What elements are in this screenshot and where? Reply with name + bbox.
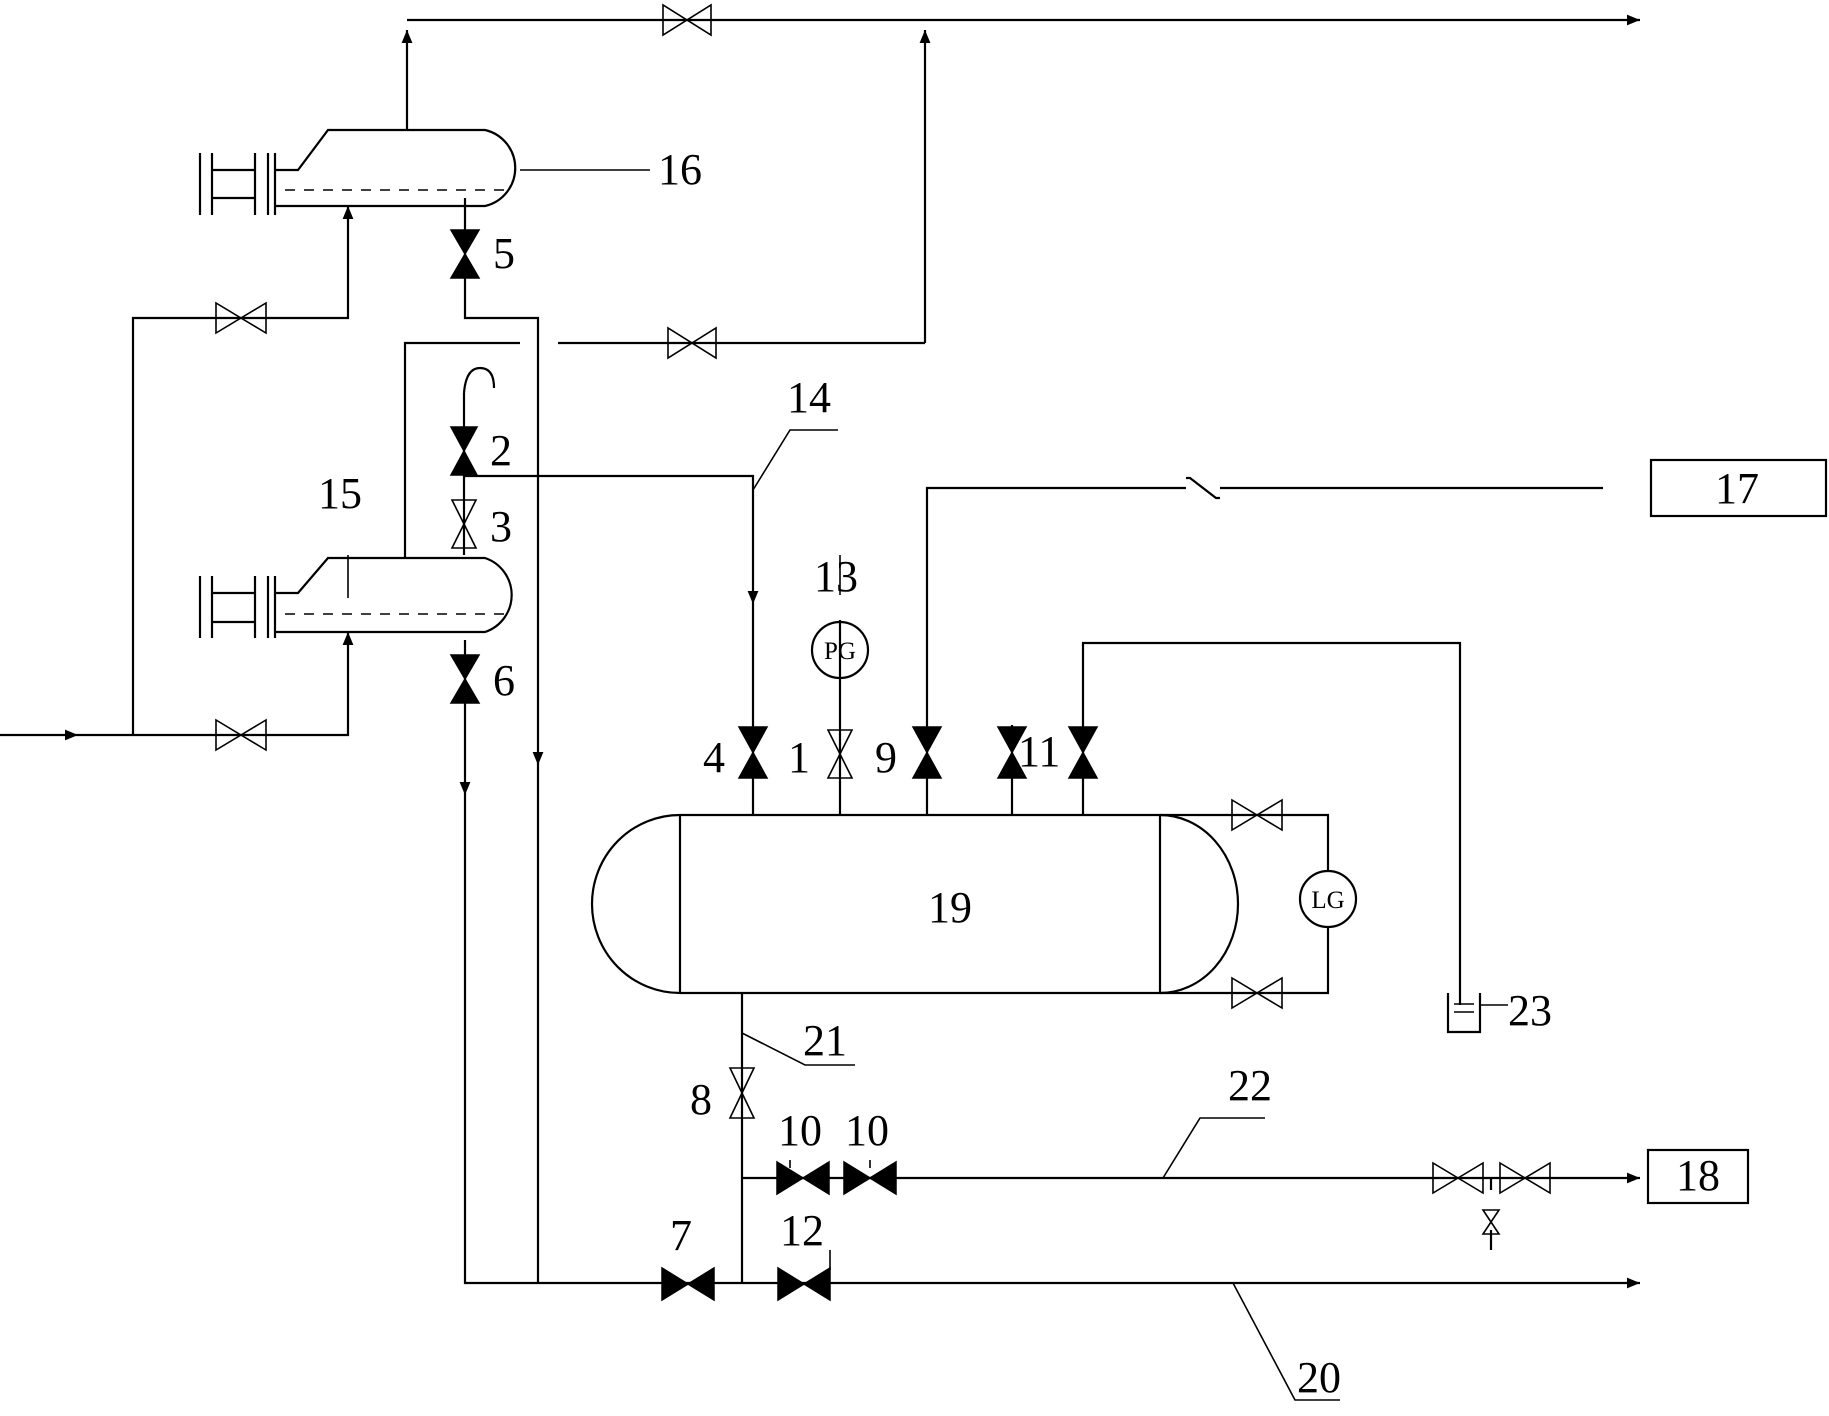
valve-2 bbox=[449, 426, 479, 476]
lg-text: LG bbox=[1311, 887, 1344, 914]
label-20: 20 bbox=[1297, 1353, 1341, 1402]
trap23-cup bbox=[1446, 993, 1482, 1034]
label-2: 2 bbox=[490, 426, 512, 475]
valve-top-header bbox=[662, 3, 712, 37]
label-15: 15 bbox=[318, 469, 362, 518]
valve-9 bbox=[911, 726, 943, 779]
lg-circle bbox=[1298, 869, 1358, 929]
label-11: 11 bbox=[1018, 727, 1060, 776]
feed-to-sep16 bbox=[131, 206, 354, 735]
label-1: 1 bbox=[788, 733, 810, 782]
leader-22 bbox=[1162, 1117, 1265, 1179]
leader-10 bbox=[789, 1160, 871, 1168]
label-10-b: 10 bbox=[845, 1106, 889, 1155]
valve-4 bbox=[737, 726, 769, 779]
tank19-head-seams bbox=[678, 815, 1162, 993]
lg-upper-leg bbox=[1160, 813, 1330, 872]
label-7: 7 bbox=[670, 1211, 692, 1260]
labels: 5 2 3 6 4 1 9 11 13 14 15 16 17 18 19 21… bbox=[318, 145, 1759, 1402]
pg-text: PG bbox=[824, 638, 856, 665]
valves bbox=[215, 3, 1551, 1302]
valve-8 bbox=[728, 1067, 756, 1119]
tank-19 bbox=[590, 813, 1240, 995]
valve-11 bbox=[1067, 726, 1099, 779]
piping-network bbox=[0, 14, 1640, 1401]
label-23: 23 bbox=[1508, 986, 1552, 1035]
valve-unlabeled bbox=[996, 726, 1028, 779]
sep16-pump bbox=[198, 153, 270, 215]
label-9: 9 bbox=[875, 733, 897, 782]
level-gauge: LG bbox=[1298, 869, 1358, 929]
lg-lower-leg bbox=[1160, 926, 1330, 995]
pressure-gauge: PG bbox=[810, 555, 870, 680]
sep15-pump bbox=[198, 576, 270, 638]
valve-10-b bbox=[843, 1160, 897, 1196]
label-18: 18 bbox=[1676, 1151, 1720, 1200]
separator-16 bbox=[198, 128, 517, 215]
valve-1 bbox=[826, 729, 854, 779]
box-17 bbox=[1649, 458, 1828, 518]
valve-line22-a bbox=[1432, 1161, 1484, 1195]
label-4: 4 bbox=[703, 733, 725, 782]
label-21: 21 bbox=[803, 1016, 847, 1065]
leader-21 bbox=[741, 1032, 855, 1066]
valve-5 bbox=[449, 229, 481, 279]
tank19-shell bbox=[590, 813, 1240, 995]
valve-3 bbox=[450, 499, 478, 549]
trap23-level bbox=[1454, 1003, 1474, 1013]
line-20 bbox=[463, 795, 1640, 1289]
label-19: 19 bbox=[928, 883, 972, 932]
pg-circle bbox=[810, 620, 870, 680]
label-6: 6 bbox=[493, 656, 515, 705]
label-12: 12 bbox=[780, 1206, 824, 1255]
valve-feed-upper bbox=[215, 301, 267, 335]
valve-branch-drain bbox=[1481, 1209, 1501, 1235]
valve-line22-b bbox=[1499, 1161, 1551, 1195]
label-8: 8 bbox=[690, 1075, 712, 1124]
vent-hook bbox=[462, 366, 496, 394]
valve-feed-lower bbox=[215, 718, 267, 752]
sep15-body bbox=[273, 556, 513, 638]
valve-10-a bbox=[776, 1160, 830, 1196]
valve-lg-lower bbox=[1231, 976, 1283, 1010]
valve-lg-upper bbox=[1231, 798, 1283, 832]
valve-7 bbox=[661, 1266, 715, 1302]
valve-6 bbox=[449, 654, 481, 704]
label-17: 17 bbox=[1715, 464, 1759, 513]
label-16: 16 bbox=[658, 145, 702, 194]
box-18 bbox=[1646, 1148, 1750, 1205]
line-14 bbox=[464, 474, 759, 604]
label-5: 5 bbox=[493, 229, 515, 278]
label-22: 22 bbox=[1228, 1061, 1272, 1110]
label-13: 13 bbox=[814, 552, 858, 601]
label-10-a: 10 bbox=[778, 1106, 822, 1155]
sep16-body bbox=[273, 128, 517, 215]
valve-12 bbox=[777, 1266, 831, 1302]
valve-vent-line bbox=[667, 326, 717, 360]
leader-20 bbox=[1232, 1282, 1340, 1401]
nozzle-9 bbox=[925, 486, 1188, 815]
separator-15 bbox=[198, 556, 513, 638]
check-valve-icon bbox=[1186, 476, 1220, 500]
label-3: 3 bbox=[490, 502, 512, 551]
label-14: 14 bbox=[787, 373, 831, 422]
sep15-riser bbox=[403, 341, 520, 558]
feed-to-sep15 bbox=[78, 632, 354, 737]
trap-23 bbox=[1446, 993, 1482, 1034]
leader-14 bbox=[752, 429, 838, 491]
